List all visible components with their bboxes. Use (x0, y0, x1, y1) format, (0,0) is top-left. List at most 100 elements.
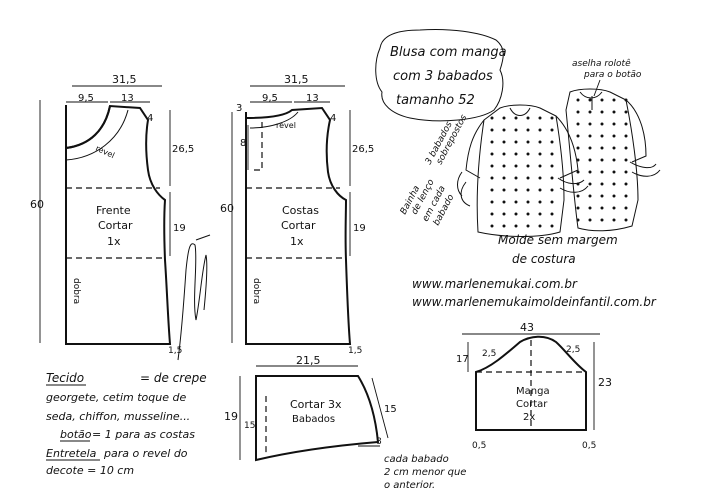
title-line-2: com 3 babados (393, 69, 493, 84)
polka-dot (502, 128, 506, 132)
back-width-label: 31,5 (284, 73, 309, 86)
ruffle-note-line-2: 2 cm menor que (384, 467, 466, 478)
loop-note-line-2: para o botão (583, 70, 642, 80)
polka-dot (588, 194, 592, 198)
ruffle-left-height-label: 19 (224, 410, 238, 423)
polka-dot (600, 134, 604, 138)
polka-dot (550, 212, 554, 216)
polka-dot (588, 206, 592, 210)
sleeve-piece-name: Manga (516, 386, 550, 397)
polka-dot (588, 146, 592, 150)
sleeve-length-label: 23 (598, 376, 612, 389)
polka-dot (550, 200, 554, 204)
blouse-illustration-back (565, 88, 661, 232)
polka-dot (624, 218, 628, 222)
polka-dot (576, 110, 580, 114)
polka-dot (514, 152, 518, 156)
polka-dot (538, 152, 542, 156)
polka-dot (538, 116, 542, 120)
polka-dot (490, 164, 494, 168)
polka-dot (526, 152, 530, 156)
polka-dot (612, 146, 616, 150)
polka-dot (624, 98, 628, 102)
polka-dot (624, 194, 628, 198)
front-shoulder-width-label: 13 (121, 93, 134, 104)
loop-note-line-1: aselha rolotê (572, 58, 631, 69)
back-side-label: 19 (353, 223, 366, 234)
polka-dot (514, 176, 518, 180)
polka-dot (576, 158, 580, 162)
back-fold-label: dobra (251, 278, 261, 304)
polka-dot (526, 200, 530, 204)
polka-dot (600, 206, 604, 210)
ruffle-outline (255, 375, 380, 462)
polka-dot (550, 224, 554, 228)
polka-dot (502, 188, 506, 192)
front-hem-label: 1,5 (168, 346, 182, 356)
signature (177, 234, 211, 361)
polka-dot (550, 188, 554, 192)
polka-dot (490, 128, 494, 132)
polka-dot (600, 182, 604, 186)
ruffle-width-label: 21,5 (296, 354, 321, 367)
polka-dot (502, 152, 506, 156)
polka-dot (514, 188, 518, 192)
polka-dot (576, 218, 580, 222)
back-neck-depth-label: 3 (236, 103, 242, 114)
no-seam-note-line-2: de costura (512, 252, 576, 266)
polka-dot (588, 98, 592, 102)
polka-dot (502, 200, 506, 204)
fabric-line-3: seda, chiffon, musseline... (46, 410, 190, 423)
fabric-label: Tecido (46, 371, 84, 385)
polka-dot (526, 128, 530, 132)
polka-dot (550, 164, 554, 168)
sleeve-cap-b-label: 2,5 (566, 345, 580, 355)
polka-dot (514, 140, 518, 144)
interfacing-text: para o revel do (103, 447, 188, 460)
ruffle-inner-label: 15 (244, 421, 255, 431)
polka-dot (624, 146, 628, 150)
back-length-label: 60 (220, 202, 234, 215)
back-placket (252, 122, 263, 171)
polka-dot (600, 110, 604, 114)
blouse-illustration-front (457, 104, 589, 237)
ruffle-piece-name: Cortar 3x (290, 398, 342, 411)
ruffle-offset-label: 8 (376, 437, 382, 447)
polka-dot (490, 140, 494, 144)
sleeve-cap-height-label: 17 (456, 354, 469, 365)
polka-dot (576, 146, 580, 150)
polka-dot (550, 152, 554, 156)
polka-dot (600, 170, 604, 174)
polka-dot (612, 206, 616, 210)
polka-dot (612, 194, 616, 198)
front-width-label: 31,5 (112, 73, 137, 86)
polka-dot (502, 116, 506, 120)
polka-dot (538, 200, 542, 204)
polka-dot (490, 116, 494, 120)
polka-dot (526, 164, 530, 168)
front-facing-line (65, 109, 129, 161)
polka-dot (526, 212, 530, 216)
polka-dot (600, 146, 604, 150)
polka-dot (502, 164, 506, 168)
front-piece-cut: Cortar (98, 219, 133, 232)
polka-dot (624, 158, 628, 162)
polka-dot (514, 128, 518, 132)
front-shoulder-drop-label: 4 (147, 113, 153, 124)
polka-dot (576, 170, 580, 174)
title-cloud: Blusa com manga com 3 babados tamanho 52 (375, 29, 507, 122)
front-facing-label: revel (94, 144, 116, 161)
sleeve-hem-right-label: 0,5 (582, 441, 596, 451)
back-neck-width-label: 9,5 (262, 93, 278, 104)
ruffle-right-height-label: 15 (384, 404, 397, 415)
ruffle-note-line-3: o anterior. (384, 480, 435, 491)
polka-dot (600, 122, 604, 126)
sleeve-width-label: 43 (520, 321, 534, 334)
polka-dot (550, 116, 554, 120)
polka-dot (612, 134, 616, 138)
sleeve-piece-cut: Cortar (516, 399, 548, 410)
polka-dot (612, 122, 616, 126)
back-facing-label: revel (276, 121, 296, 130)
ruffle-piece-sub: Babados (292, 414, 335, 425)
